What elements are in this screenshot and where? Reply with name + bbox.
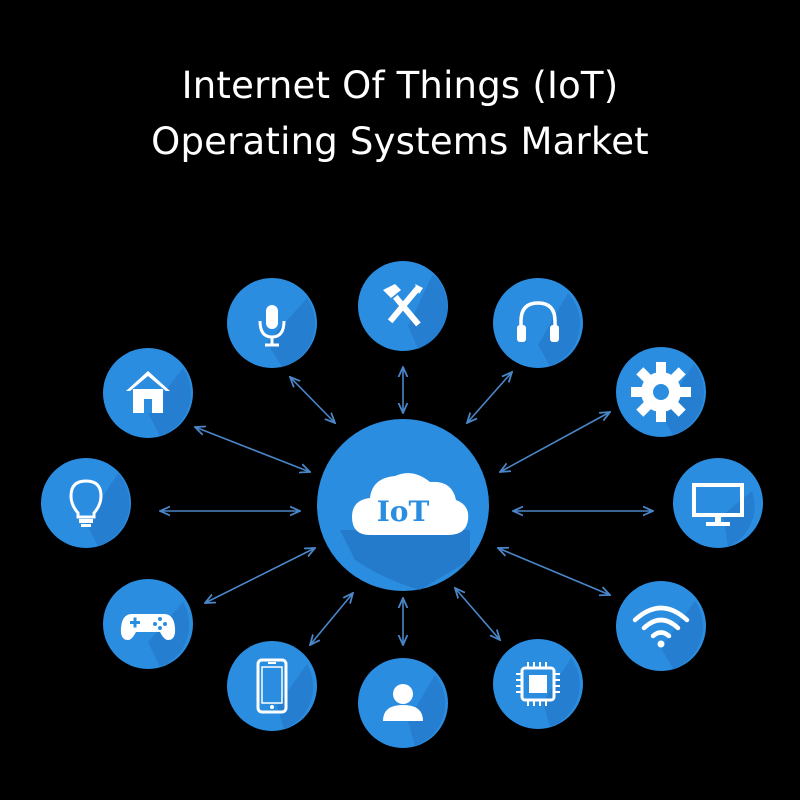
arrow-smartphone — [310, 593, 353, 645]
node-monitor — [673, 458, 763, 548]
node-tools — [358, 261, 448, 351]
arrow-home — [195, 427, 310, 472]
center-label: IoT — [377, 495, 430, 528]
node-gear — [616, 347, 706, 437]
node-microphone — [227, 278, 317, 368]
arrow-wifi — [498, 548, 610, 595]
gear-icon — [631, 362, 691, 422]
arrow-microphone — [290, 377, 335, 423]
node-lightbulb — [41, 458, 131, 548]
cloud-icon — [352, 473, 469, 535]
node-user — [358, 658, 448, 748]
arrow-gear — [500, 412, 610, 472]
center-node: IoT — [317, 419, 489, 591]
chip-icon — [516, 662, 560, 706]
monitor-icon — [692, 483, 744, 526]
arrow-chip — [455, 588, 500, 640]
smartphone-icon — [256, 658, 288, 714]
home-icon — [126, 371, 170, 413]
page-title: Internet Of Things (IoT) Operating Syste… — [0, 58, 800, 170]
tools-icon — [383, 284, 423, 327]
arrow-gamepad — [205, 548, 315, 603]
node-home — [103, 348, 193, 438]
arrows — [160, 367, 653, 645]
user-icon — [383, 684, 423, 721]
wifi-icon — [632, 605, 690, 648]
microphone-icon — [258, 305, 286, 347]
node-smartphone — [227, 641, 317, 731]
gamepad-icon — [120, 614, 176, 640]
node-headphones — [493, 278, 583, 368]
lightbulb-icon — [69, 479, 103, 527]
node-chip — [493, 639, 583, 729]
node-wifi — [616, 581, 706, 671]
title-line-2: Operating Systems Market — [151, 120, 649, 163]
headphones-icon — [517, 301, 559, 342]
node-gamepad — [103, 579, 193, 669]
title-line-1: Internet Of Things (IoT) — [181, 64, 619, 107]
arrow-headphones — [467, 372, 512, 423]
